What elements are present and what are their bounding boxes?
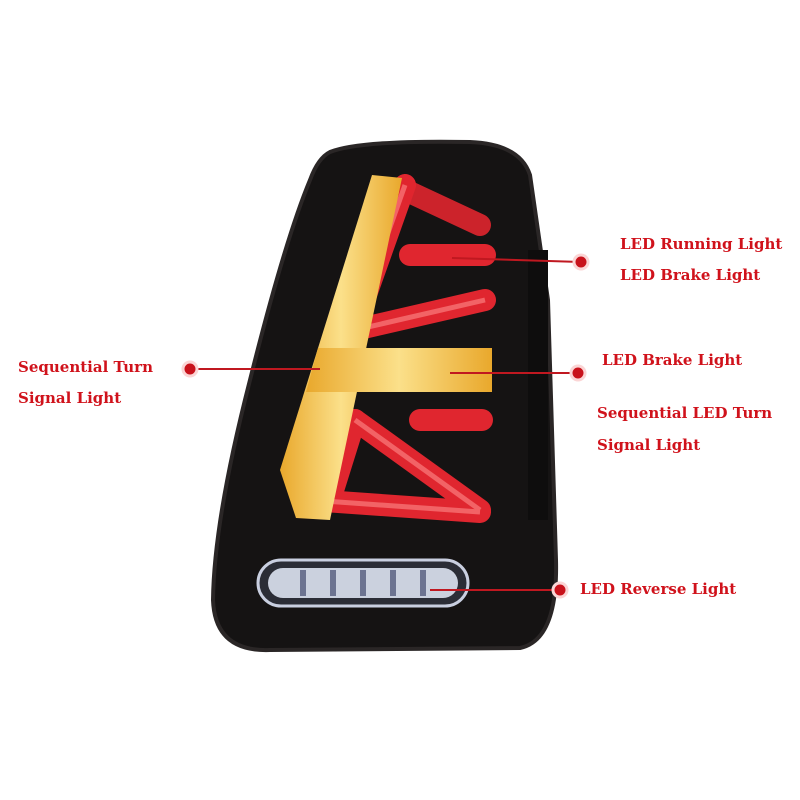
callout-dots: [181, 253, 590, 599]
dot-running: [572, 253, 590, 271]
amber-vertical-strip: [280, 175, 402, 520]
label-sequential-led-turn: Sequential LED Turn: [597, 404, 773, 422]
label-running-light: LED Running Light: [620, 235, 783, 253]
label-signal-light-right: Signal Light: [597, 436, 701, 454]
dot-turn-left: [181, 360, 199, 378]
amber-horizontal-strip: [306, 348, 492, 392]
lamp-housing: [210, 139, 559, 653]
label-brake-light: LED Brake Light: [602, 351, 743, 369]
dot-brake: [569, 364, 587, 382]
callout-lines: [190, 257, 582, 591]
label-sequential-turn: Sequential Turn: [18, 358, 153, 376]
label-reverse-light: LED Reverse Light: [580, 580, 737, 598]
label-signal-light-left: Signal Light: [18, 389, 122, 407]
label-brake-light-top: LED Brake Light: [620, 266, 761, 284]
dot-reverse: [551, 581, 569, 599]
